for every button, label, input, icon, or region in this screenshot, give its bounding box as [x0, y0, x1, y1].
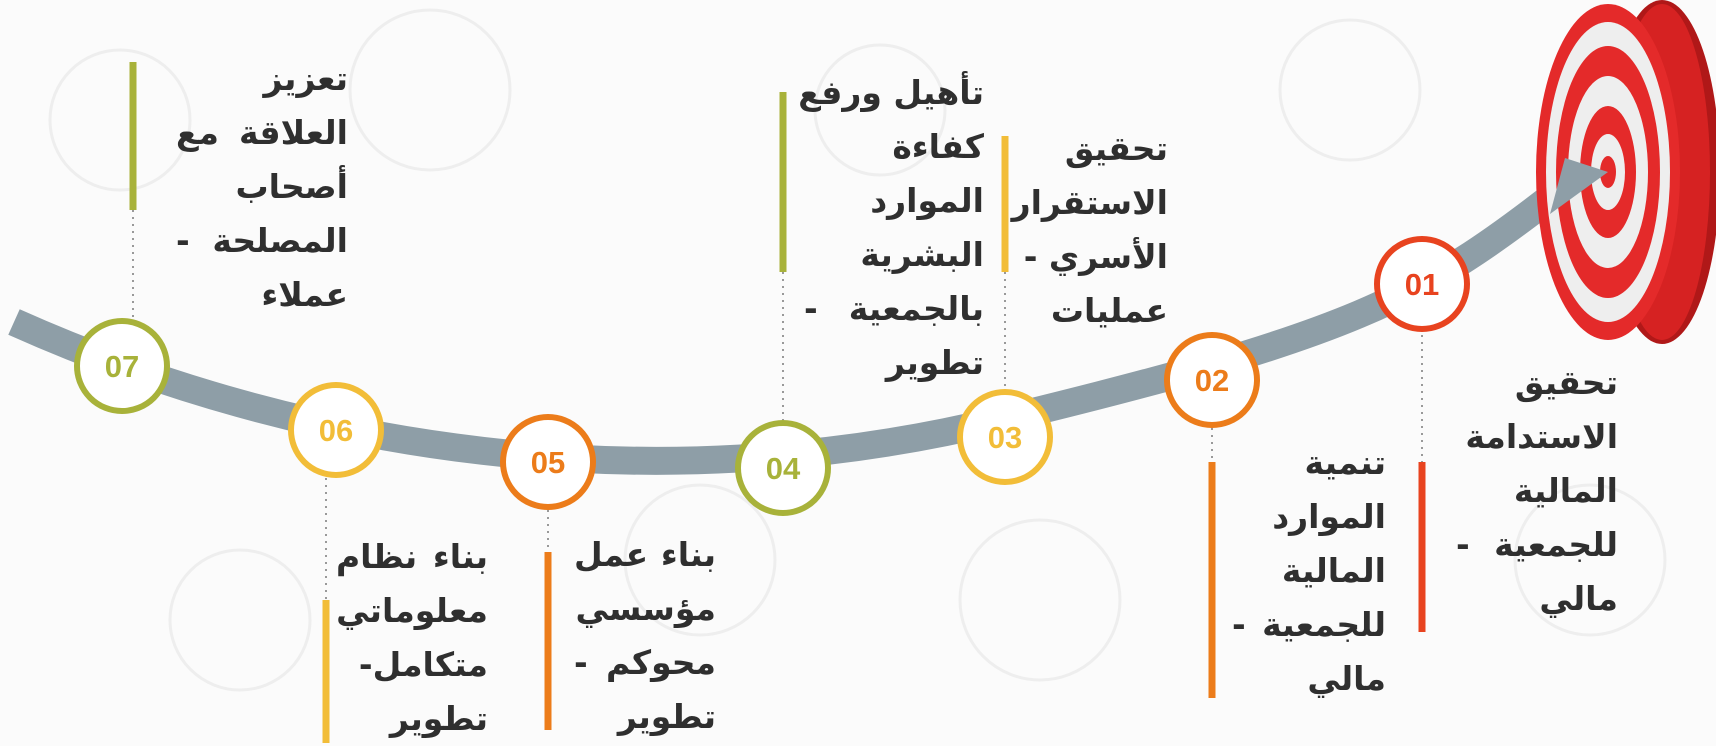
- step-circle-04: 04: [735, 420, 831, 516]
- svg-text:03: 03: [988, 420, 1022, 455]
- target-icon: [1536, 0, 1716, 344]
- step-circle-05: 05: [500, 414, 596, 510]
- svg-text:07: 07: [105, 349, 139, 384]
- step-label-04: تأهيل ورفع كفاءة الموارد البشرية بالجمعي…: [798, 73, 984, 382]
- background-pattern: [48, 8, 1667, 692]
- step-circle-06: 06: [288, 382, 384, 478]
- step-label-07: تعزيز العلاقة مع أصحاب المصلحة - عملاء: [176, 59, 348, 314]
- step-circle-03: 03: [957, 389, 1053, 485]
- svg-text:06: 06: [319, 413, 353, 448]
- step-label-03: تحقيق الاستقرار الأسري - عمليات: [1011, 129, 1168, 330]
- svg-text:01: 01: [1405, 267, 1439, 302]
- step-label-05: بناء عمل مؤسسي محوكم - تطوير: [574, 535, 716, 736]
- arrow-head-icon: [1550, 158, 1608, 214]
- step-label-01: تحقيق الاستدامة المالية للجمعية - مالي: [1456, 363, 1618, 618]
- step-circle-02: 02: [1164, 332, 1260, 428]
- step-circle-07: 07: [74, 318, 170, 414]
- svg-text:05: 05: [531, 445, 565, 480]
- step-circle-01: 01: [1374, 236, 1470, 332]
- svg-text:04: 04: [766, 451, 801, 486]
- step-label-06: بناء نظام معلوماتي متكامل- تطوير: [336, 537, 488, 738]
- svg-text:02: 02: [1195, 363, 1229, 398]
- step-label-02: تنمية الموارد المالية للجمعية - مالي: [1232, 443, 1386, 698]
